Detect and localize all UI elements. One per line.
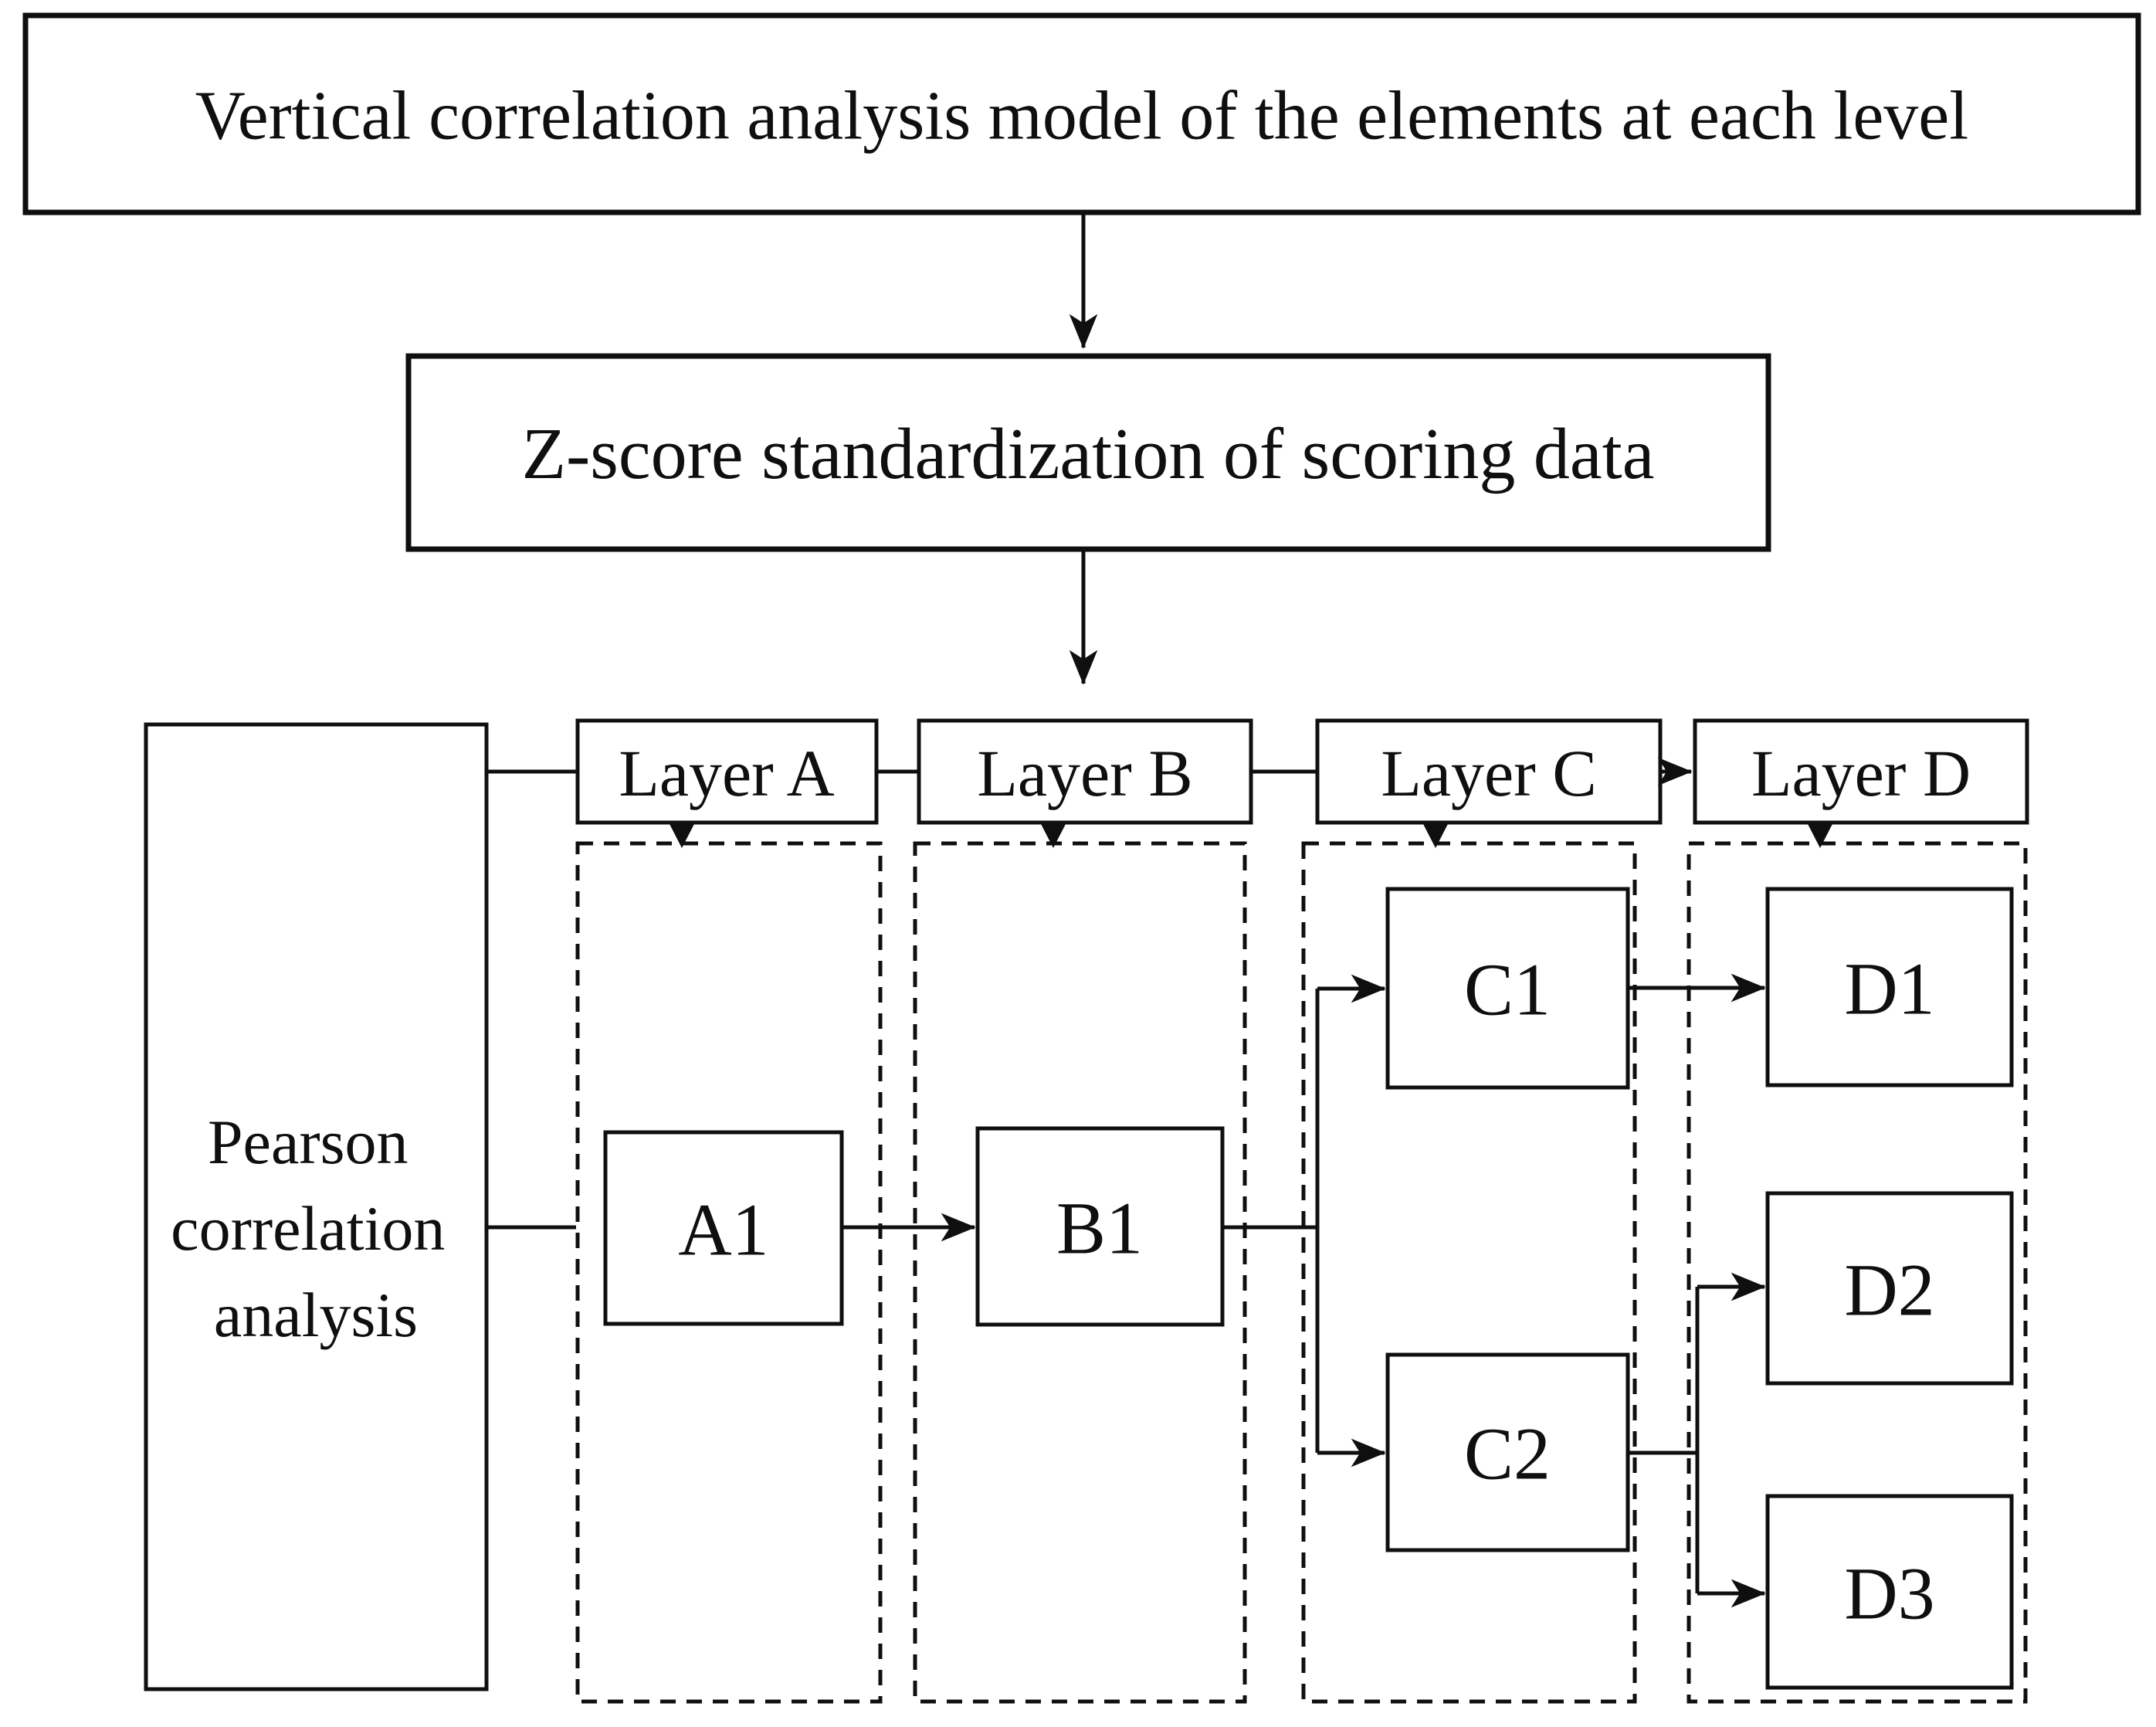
node-b1-box	[975, 1126, 1225, 1327]
node-c1-box	[1385, 887, 1630, 1090]
pearson-line-2: correlation	[171, 1193, 445, 1264]
pearson-line-1: Pearson	[208, 1107, 408, 1177]
layer-c-container	[1301, 841, 1637, 1704]
layer-c-header-box	[1315, 718, 1663, 825]
layer-b-container	[913, 841, 1247, 1704]
node-c1-label: C1	[1464, 948, 1551, 1031]
layer-c-header-label: Layer C	[1381, 736, 1596, 810]
node-d2-label: D2	[1844, 1249, 1934, 1332]
layer-d-header-box	[1693, 718, 2029, 825]
node-d1-label: D1	[1844, 948, 1934, 1030]
node-d2-box	[1765, 1191, 2014, 1386]
down-arrow-layer-b-icon	[1039, 821, 1067, 848]
diagram-title: Vertical correlation analysis model of t…	[195, 78, 1969, 154]
layer-a-container	[575, 841, 883, 1704]
layer-b-header-label: Layer B	[977, 736, 1192, 810]
node-c2-label: C2	[1464, 1413, 1551, 1495]
title-box	[22, 12, 2141, 215]
node-d1-box	[1765, 887, 2014, 1087]
node-a1-box	[603, 1130, 844, 1326]
node-d3-label: D3	[1844, 1552, 1934, 1635]
down-arrow-layer-d-icon	[1806, 821, 1834, 848]
zscore-box	[405, 353, 1771, 552]
layer-d-container	[1686, 841, 2028, 1704]
down-arrow-layer-a-icon	[668, 821, 696, 848]
node-b1-label: B1	[1056, 1187, 1143, 1270]
pearson-box	[144, 722, 489, 1691]
layer-d-header-label: Layer D	[1751, 736, 1971, 810]
pearson-line-3: analysis	[214, 1280, 418, 1350]
node-d3-box	[1765, 1494, 2014, 1690]
down-arrow-layer-c-icon	[1422, 821, 1449, 848]
zscore-label: Z-score standardization of scoring data	[522, 414, 1655, 494]
node-a1-label: A1	[678, 1189, 768, 1271]
layer-a-header-label: Layer A	[619, 736, 834, 810]
pearson-label: Pearson correlation analysis	[171, 1107, 461, 1350]
node-c2-box	[1385, 1352, 1630, 1552]
